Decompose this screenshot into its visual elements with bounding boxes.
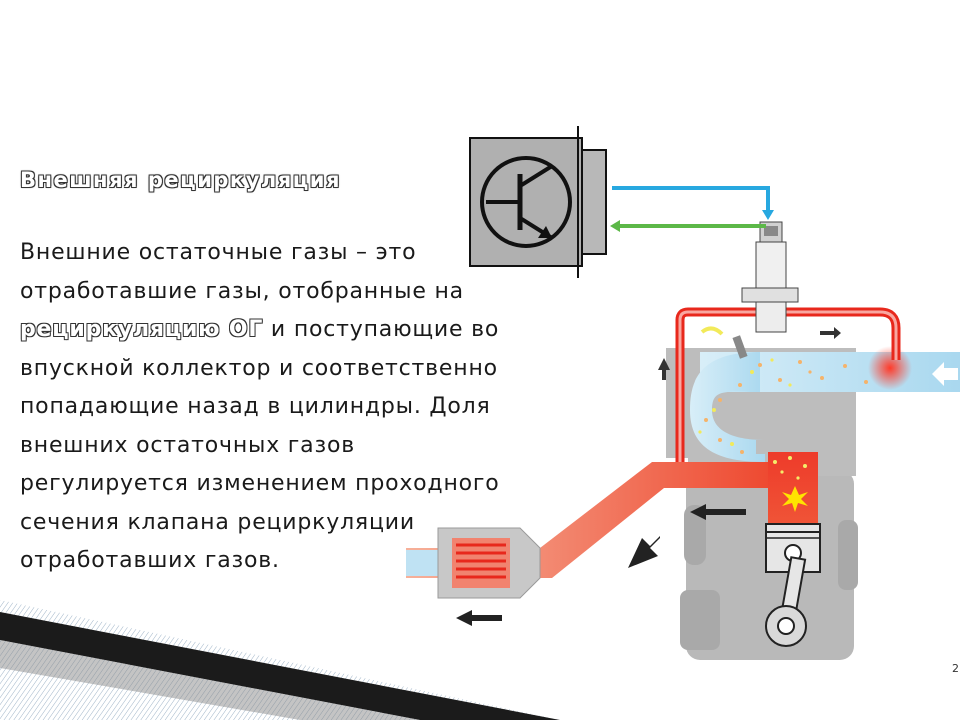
body-text-part-1: Внешние остаточные газы – это отработавш… — [20, 240, 464, 304]
page-number: 2 — [952, 662, 959, 675]
slide-heading: Внешняя рециркуляция — [20, 168, 342, 192]
control-unit — [469, 126, 607, 278]
piston — [765, 523, 821, 647]
egr-link[interactable]: рециркуляцию ОГ — [20, 317, 264, 342]
corner-decoration — [0, 600, 560, 720]
egr-valve — [700, 326, 748, 359]
exhaust-pipe — [406, 462, 768, 626]
body-text-part-2: и поступающие во впускной коллектор и со… — [20, 317, 500, 573]
intake-pipe — [690, 346, 960, 462]
slide-body-text: Внешние остаточные газы – это отработавш… — [20, 234, 520, 581]
egr-sensor — [741, 221, 799, 333]
signal-wires — [610, 186, 774, 232]
